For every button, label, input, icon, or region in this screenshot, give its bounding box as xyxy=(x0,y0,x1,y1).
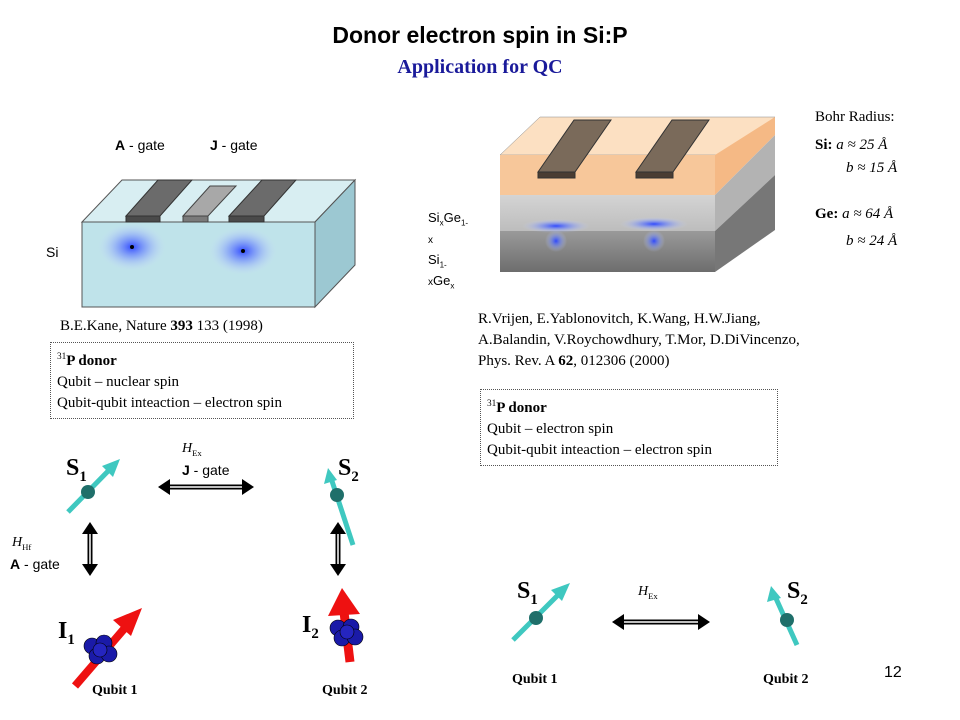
kane-device xyxy=(80,178,357,309)
j-gate-label: J - gate xyxy=(210,137,258,153)
hyperfine-arrow-1 xyxy=(82,522,98,576)
page-subtitle: Application for QC xyxy=(397,56,563,78)
s2-label-right: S2 xyxy=(787,578,808,608)
s1-label-left: S1 xyxy=(66,455,87,485)
hex-label-left: HEx xyxy=(182,441,202,458)
i2-label: I2 xyxy=(302,612,319,642)
left-spin-diagram xyxy=(66,459,364,689)
bohr-heading: Bohr Radius: xyxy=(815,109,895,125)
nuclear-spin-1 xyxy=(71,608,142,689)
vrijen-reference: R.Vrijen, E.Yablonovitch, K.Wang, H.W.Ji… xyxy=(478,311,800,369)
a-gate-label: A - gate xyxy=(115,137,165,153)
qubit2-label-right: Qubit 2 xyxy=(763,672,809,687)
page-number: 12 xyxy=(884,664,902,681)
s2-label-left: S2 xyxy=(338,455,359,485)
page-title: Donor electron spin in Si:P xyxy=(332,22,628,48)
layer-label-sige: SixGe1-x xyxy=(428,210,469,246)
s1-label-right: S1 xyxy=(517,578,538,608)
bohr-si-b: b ≈ 15 Å xyxy=(846,160,898,176)
hex-label-right: HEx xyxy=(638,584,658,601)
exchange-arrow-left xyxy=(158,479,254,495)
i1-label: I1 xyxy=(58,618,75,648)
agate-label-left: A - gate xyxy=(10,556,60,572)
exchange-arrow-right xyxy=(612,614,710,630)
qubit1-label-right: Qubit 1 xyxy=(512,672,558,687)
vrijen-device xyxy=(499,116,776,272)
jgate-label-left: J - gate xyxy=(182,462,230,478)
kane-info-box: 31P donor Qubit – nuclear spin Qubit-qub… xyxy=(50,342,354,419)
bohr-ge-b: b ≈ 24 Å xyxy=(846,233,898,249)
kane-reference: B.E.Kane, Nature 393 133 (1998) xyxy=(60,318,263,334)
vrijen-info-box: 31P donor Qubit – electron spin Qubit-qu… xyxy=(480,389,778,466)
hyperfine-arrow-2 xyxy=(330,522,346,576)
bohr-ge-a: Ge: a ≈ 64 Å xyxy=(815,206,894,222)
bohr-si-a: Si: a ≈ 25 Å xyxy=(815,137,888,153)
right-spin-diagram xyxy=(511,583,800,647)
si-label: Si xyxy=(46,244,59,260)
layer-label-sige-2: Si1-xGex xyxy=(428,252,455,291)
qubit1-label-left: Qubit 1 xyxy=(92,683,138,698)
qubit2-label-left: Qubit 2 xyxy=(322,683,368,698)
nuclear-spin-2 xyxy=(328,588,364,663)
hhf-label: HHf xyxy=(12,535,32,552)
